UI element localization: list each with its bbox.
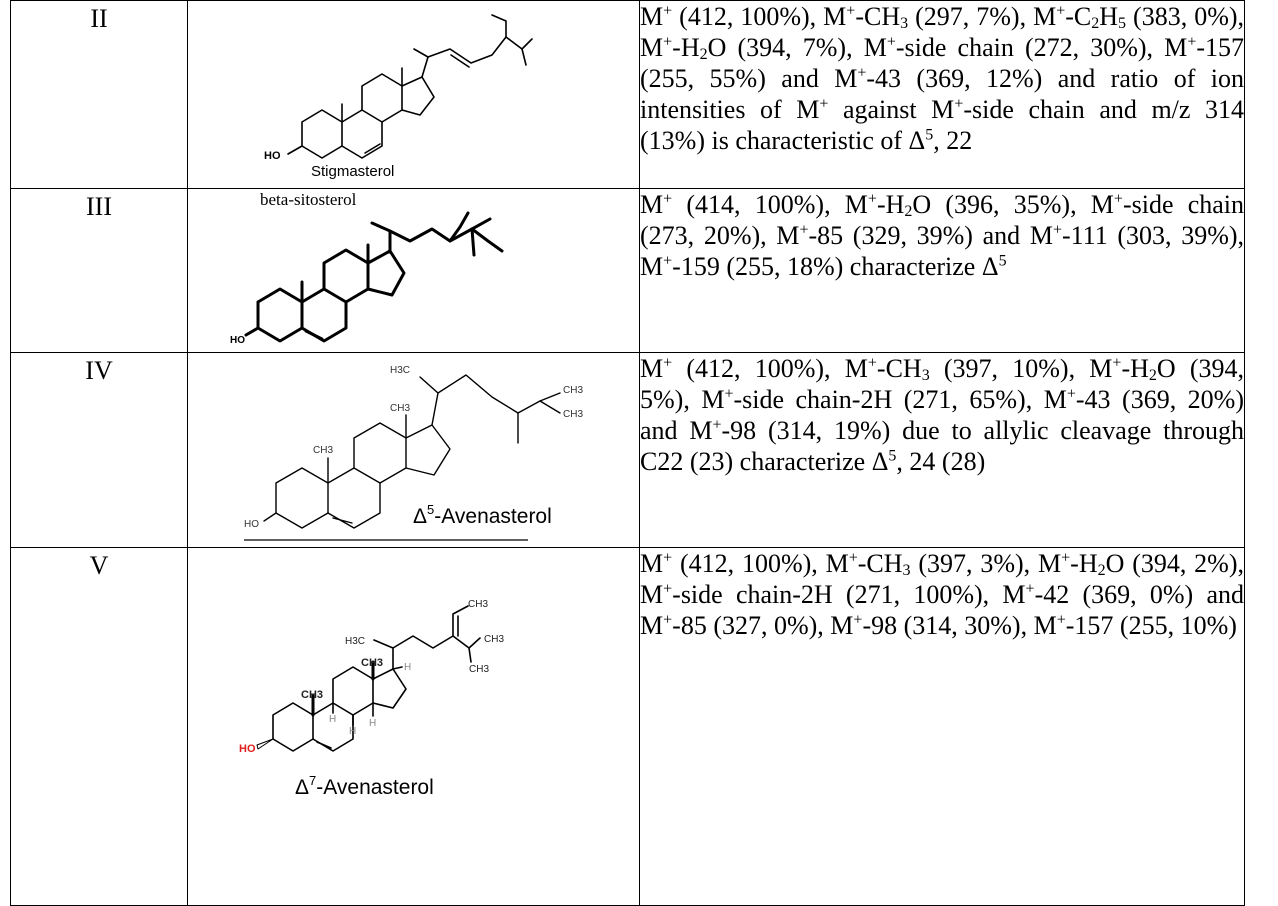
superscript: +: [1066, 385, 1076, 403]
superscript: +: [819, 95, 829, 113]
structure-name-label: Δ5-Avenasterol: [413, 502, 552, 528]
superscript: +: [846, 2, 856, 20]
ch3-label: CH3: [484, 634, 504, 645]
structure-name-label: beta-sitosterol: [260, 190, 357, 209]
table-row: III beta-sitosterol: [10, 188, 1245, 353]
superscript: 5: [998, 252, 1007, 270]
superscript: +: [663, 33, 673, 51]
superscript: +: [867, 190, 877, 208]
compound-id-cell: V: [10, 547, 188, 906]
hydroxyl-label: HO: [230, 335, 245, 346]
h-label: H: [404, 662, 411, 673]
compound-id-cell: II: [10, 0, 188, 189]
superscript: +: [663, 354, 673, 372]
ms-description: M+ (412, 100%), M+-CH3 (397, 3%), M+-H2O…: [639, 547, 1245, 906]
h3c-label: H3C: [345, 636, 365, 647]
compound-id: V: [89, 551, 109, 580]
ch3-label: CH3: [390, 403, 410, 414]
superscript: +: [663, 611, 673, 629]
superscript: +: [853, 611, 863, 629]
superscript: +: [1061, 549, 1071, 567]
subscript: 2: [904, 203, 913, 220]
hydroxyl-label: HO: [239, 743, 256, 755]
delta7-avenasterol-structure: H3C CH3 CH3 CH3 CH3 CH3 H H H H HO Δ7-Av…: [239, 599, 504, 799]
table-row: IV: [10, 352, 1245, 548]
compound-id: III: [86, 192, 112, 221]
ch3-label: CH3: [563, 409, 583, 420]
hydroxyl-label: HO: [244, 519, 259, 530]
structure-name-label: Δ7-Avenasterol: [295, 773, 434, 799]
superscript: +: [1187, 33, 1197, 51]
ms-description: M+ (412, 100%), M+-CH3 (397, 10%), M+-H2…: [639, 352, 1245, 548]
superscript: 5: [888, 447, 897, 465]
superscript: +: [712, 416, 722, 434]
superscript: +: [663, 252, 673, 270]
superscript: +: [1025, 580, 1035, 598]
superscript: +: [663, 549, 673, 567]
compound-id: IV: [85, 356, 113, 385]
ms-description: M+ (414, 100%), M+-H2O (396, 35%), M+-si…: [639, 188, 1245, 353]
structure-cell: HO Stigmasterol: [187, 0, 640, 189]
table-row: II: [10, 0, 1245, 189]
superscript: +: [1052, 221, 1062, 239]
subscript: 2: [699, 46, 708, 63]
superscript: +: [1113, 190, 1123, 208]
ms-description: M+ (412, 100%), M+-CH3 (297, 7%), M+-C2H…: [639, 0, 1245, 189]
h-label: H: [369, 718, 376, 729]
compound-id: II: [90, 4, 108, 33]
superscript: +: [1112, 354, 1122, 372]
ch3-label: CH3: [468, 599, 488, 610]
superscript: +: [1056, 611, 1066, 629]
superscript: +: [954, 95, 964, 113]
superscript: +: [848, 549, 858, 567]
structure-cell: beta-sitosterol: [187, 188, 640, 353]
superscript: +: [663, 190, 673, 208]
h-label: H: [349, 726, 356, 737]
superscript: 5: [925, 126, 934, 144]
ch3-label: CH3: [469, 664, 489, 675]
ch3-label: CH3: [301, 689, 323, 701]
group-labels: H3C CH3 CH3 CH3 CH3 CH3 H H H H: [301, 599, 504, 737]
subscript: 2: [1091, 15, 1100, 32]
methyl-labels: H3C CH3 CH3 CH3 CH3 HO: [244, 365, 583, 530]
delta5-avenasterol-structure: H3C CH3 CH3 CH3 CH3 HO Δ5-Avenasterol: [244, 365, 583, 541]
subscript: 3: [900, 15, 909, 32]
structure-cell: H3C CH3 CH3 CH3 CH3 CH3 H H H H HO Δ7-Av…: [187, 547, 640, 906]
structure-cell: H3C CH3 CH3 CH3 CH3 HO Δ5-Avenasterol: [187, 352, 640, 548]
subscript: 5: [1118, 15, 1127, 32]
hydroxyl-label: HO: [264, 150, 281, 162]
structure-name-label: Stigmasterol: [311, 163, 394, 180]
stigmasterol-structure: HO Stigmasterol: [264, 14, 533, 180]
superscript: +: [724, 385, 734, 403]
ch3-label: CH3: [361, 657, 383, 669]
beta-sitosterol-structure: beta-sitosterol: [230, 190, 504, 346]
superscript: +: [857, 64, 867, 82]
superscript: +: [1056, 2, 1066, 20]
superscript: +: [663, 580, 673, 598]
h3c-label: H3C: [390, 365, 410, 376]
subscript: 2: [1097, 562, 1106, 579]
ch3-label: CH3: [563, 385, 583, 396]
sterol-ms-table: II: [10, 0, 1245, 906]
subscript: 3: [921, 367, 930, 384]
superscript: +: [886, 33, 896, 51]
subscript: 3: [902, 562, 911, 579]
compound-id-cell: III: [10, 188, 188, 353]
superscript: +: [663, 2, 673, 20]
h-label: H: [329, 714, 336, 725]
ch3-label: CH3: [313, 445, 333, 456]
subscript: 2: [1148, 367, 1157, 384]
compound-id-cell: IV: [10, 352, 188, 548]
superscript: +: [867, 354, 877, 372]
table-row: V: [10, 547, 1245, 906]
superscript: +: [799, 221, 809, 239]
